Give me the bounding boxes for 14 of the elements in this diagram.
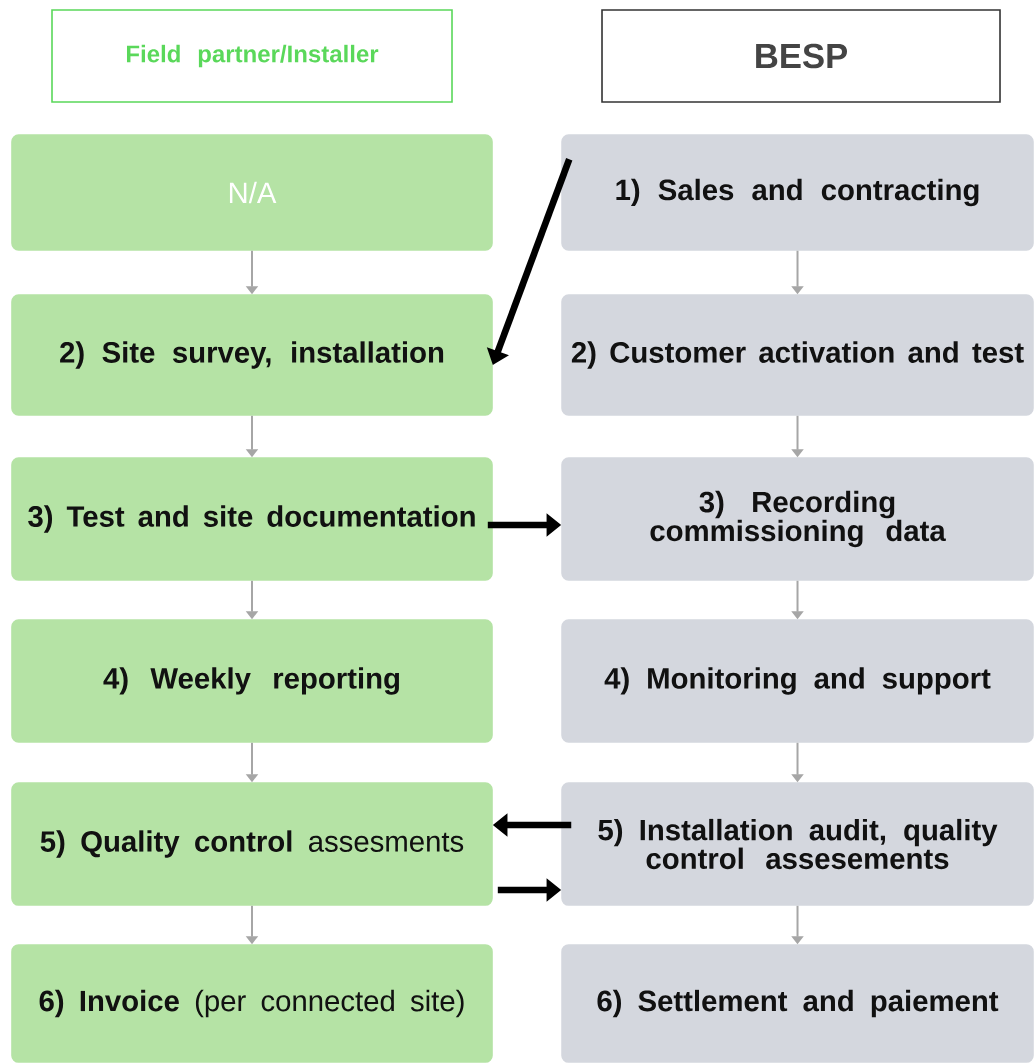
process-box: 6) Invoice (per connected site) xyxy=(11,944,493,1063)
process-box: 4) Monitoring and support xyxy=(561,619,1034,743)
process-box: 3) Recording commissioning data xyxy=(561,457,1034,581)
header-box: Field partner/Installer xyxy=(51,9,453,103)
process-box: 1) Sales and contracting xyxy=(561,134,1034,251)
process-box: 2) Site survey, installation xyxy=(11,294,493,416)
process-box: 2) Customer activation and test xyxy=(561,294,1034,416)
process-box: 4) Weekly reporting xyxy=(11,619,493,743)
process-box: 5) Installation audit, quality control assesements xyxy=(561,782,1034,906)
process-box: 3) Test and site documentation xyxy=(11,457,493,581)
header-box: BESP xyxy=(601,9,1001,103)
process-box: 6) Settlement and paiement xyxy=(561,944,1034,1063)
process-box: 5) Quality control assesments xyxy=(11,782,493,906)
process-box: N/A xyxy=(11,134,493,251)
